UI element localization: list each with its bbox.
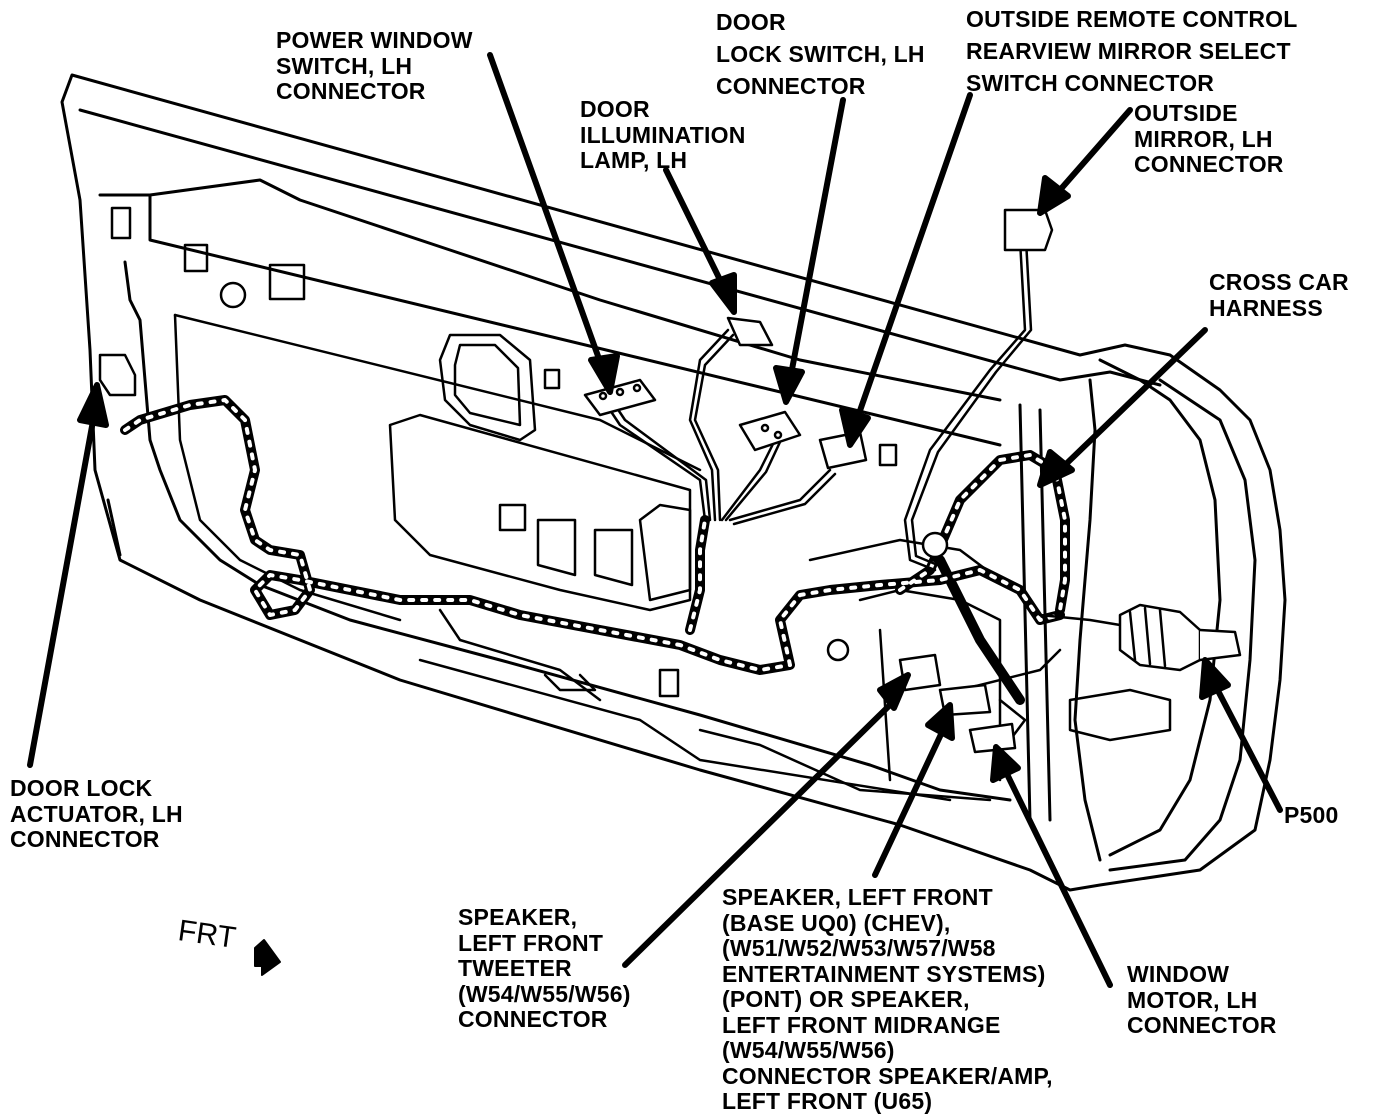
label-tweeter: SPEAKER, LEFT FRONT TWEETER (W54/W55/W56… [458, 904, 631, 1032]
label-door-illumination-lamp: DOOR ILLUMINATION LAMP, LH [580, 96, 746, 173]
label-speaker-left-front: SPEAKER, LEFT FRONT (BASE UQ0) (CHEV), (… [722, 884, 1053, 1114]
label-power-window-switch: POWER WINDOW SWITCH, LH CONNECTOR [276, 27, 473, 104]
inner-panel-details [110, 206, 1172, 802]
connector-leads [608, 238, 1122, 742]
leader-arrows [27, 52, 1283, 988]
front-direction-arrow [254, 939, 281, 976]
label-p500: P500 [1284, 802, 1339, 828]
label-cross-car-harness: CROSS CAR HARNESS [1209, 269, 1349, 321]
harness-wrap-stripes [123, 398, 1067, 672]
label-window-motor: WINDOW MOTOR, LH CONNECTOR [1127, 961, 1277, 1038]
door-outline [60, 73, 1287, 892]
label-door-lock-actuator: DOOR LOCK ACTUATOR, LH CONNECTOR [10, 775, 183, 852]
connector-shapes [98, 208, 1242, 754]
label-mirror-select-switch: OUTSIDE REMOTE CONTROL REARVIEW MIRROR S… [966, 6, 1298, 96]
label-door-lock-switch: DOOR LOCK SWITCH, LH CONNECTOR [716, 9, 925, 99]
label-outside-mirror: OUTSIDE MIRROR, LH CONNECTOR [1134, 100, 1284, 177]
